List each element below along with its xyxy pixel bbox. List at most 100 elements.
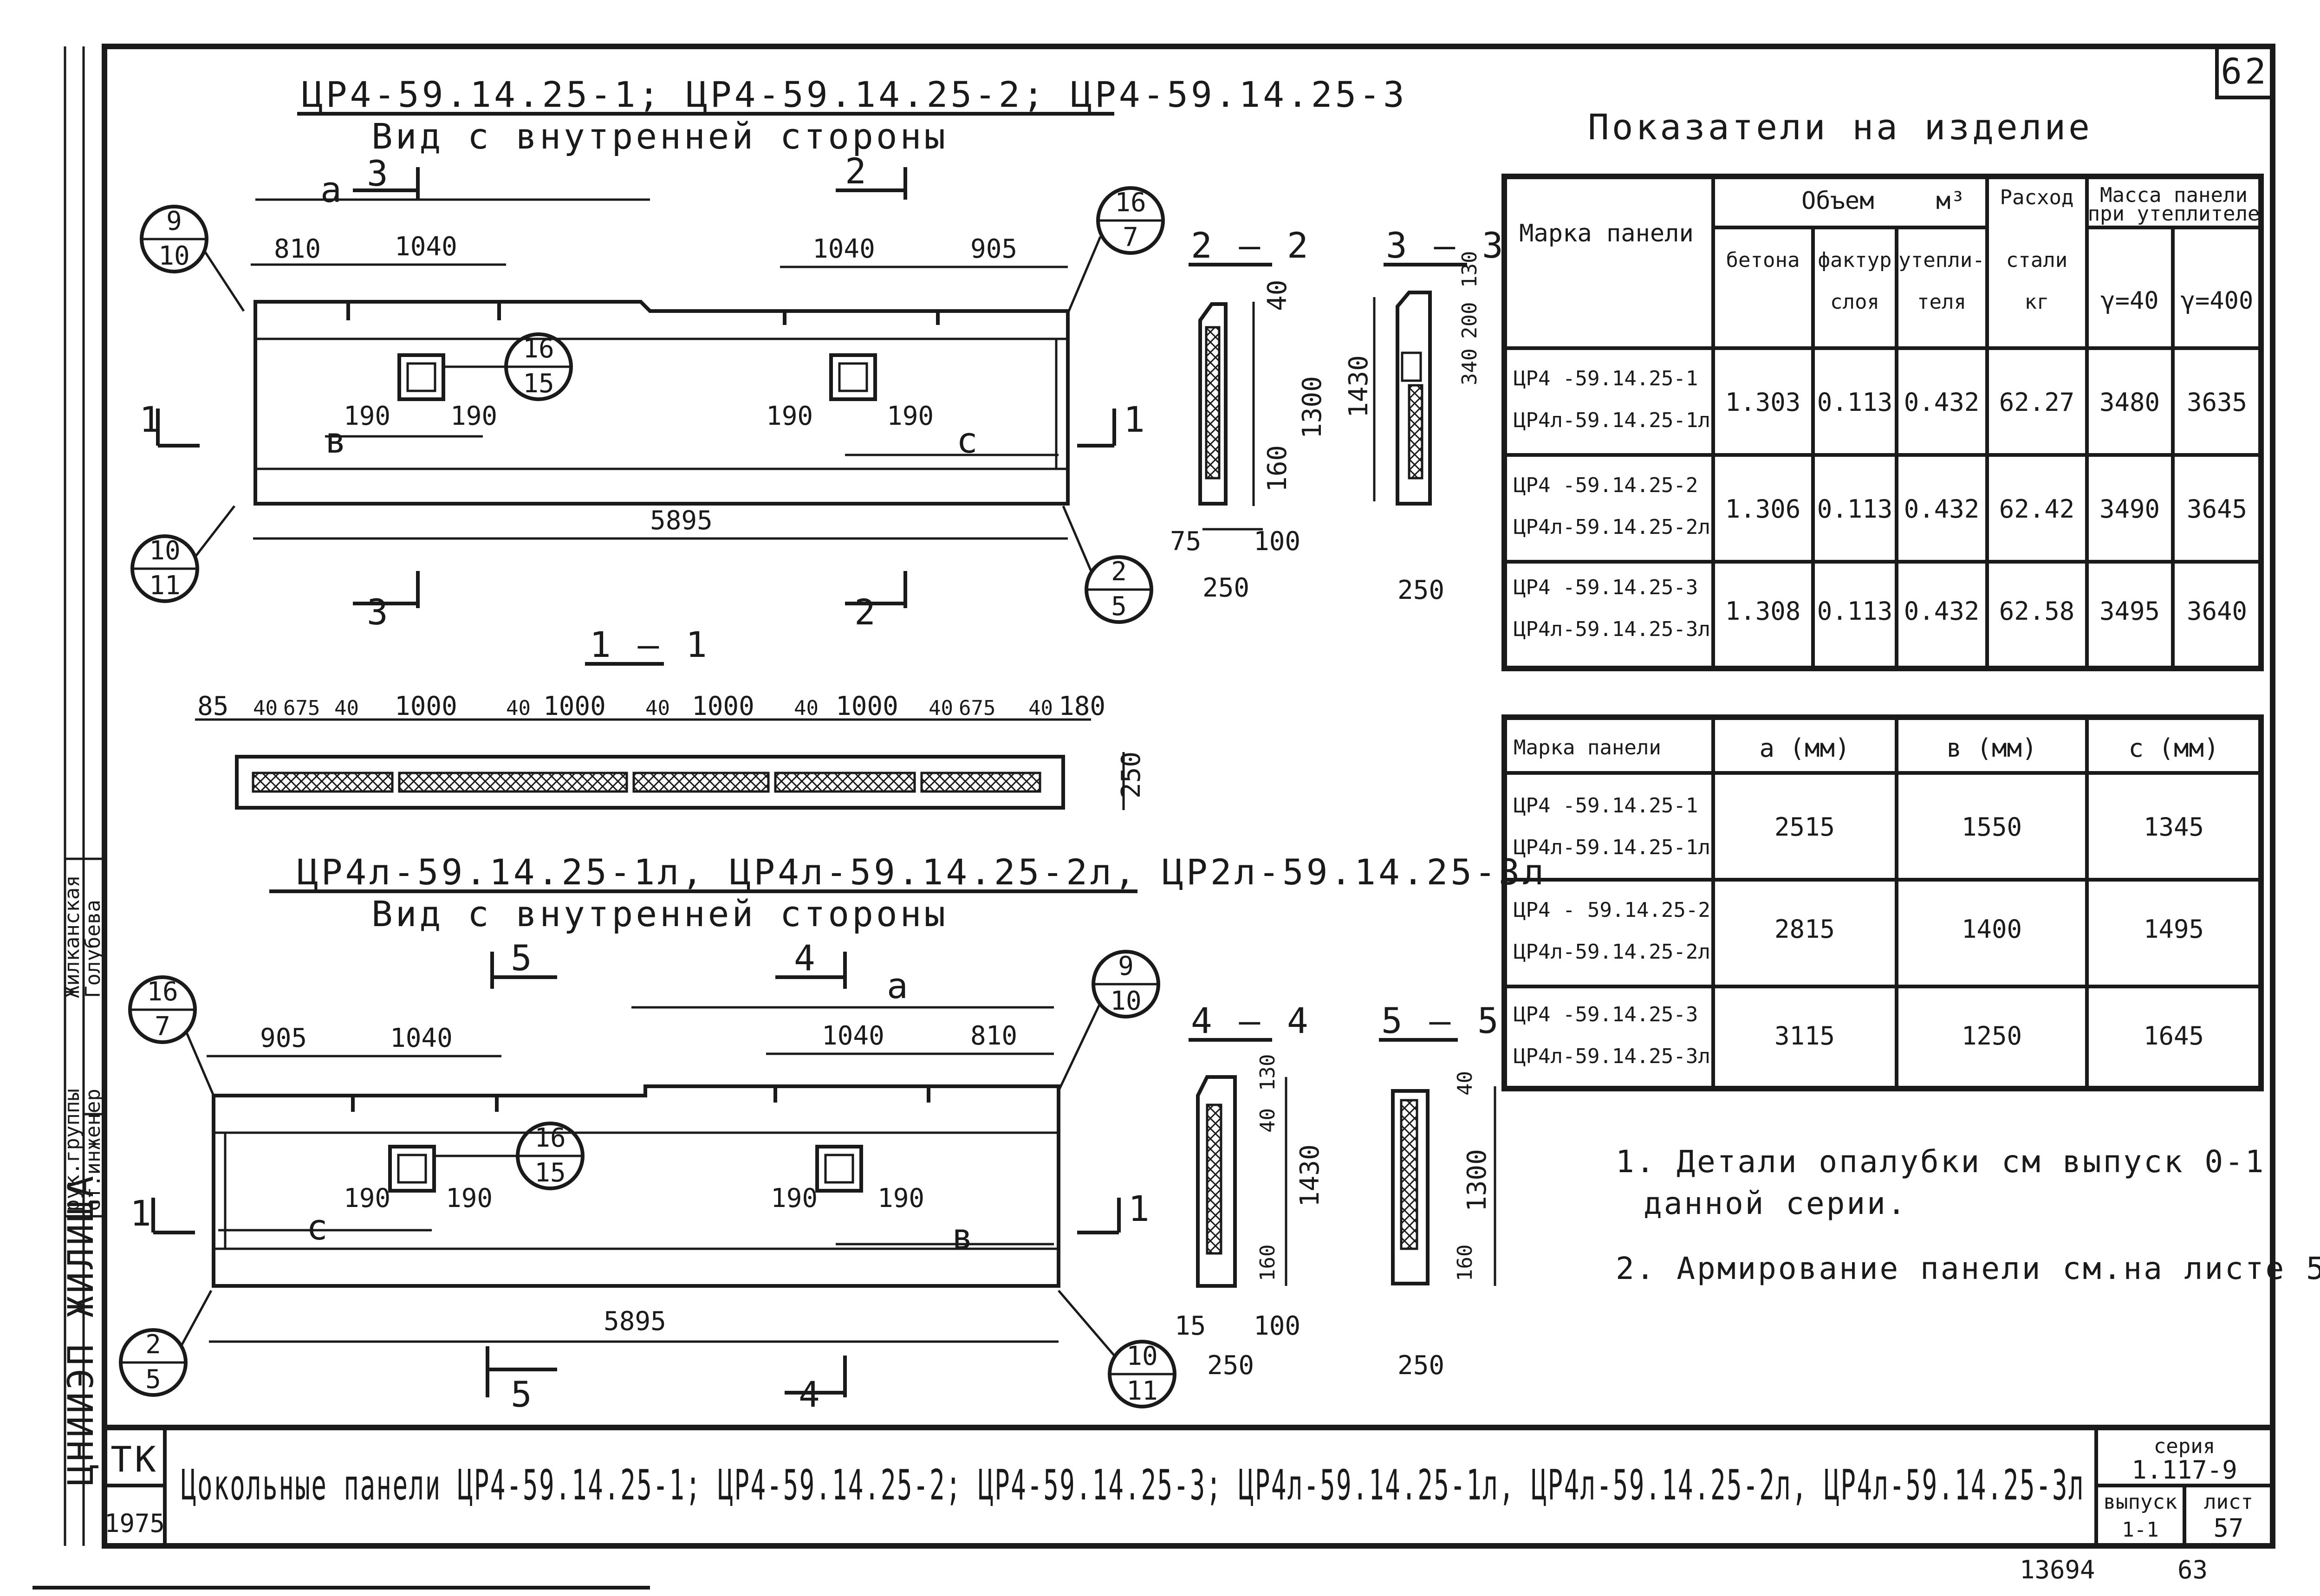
top-bubble-9-10: 9 10	[140, 205, 245, 312]
bottom-elevation: ЦР4л-59.14.25-1л, ЦР4л-59.14.25-2л, ЦР2л…	[119, 851, 1544, 1415]
bottom-number-1: 13694	[2020, 1555, 2095, 1584]
section-2-2-outline	[1198, 302, 1228, 506]
s33-dim-1430: 1430	[1344, 355, 1374, 418]
section-3-3-outline	[1396, 291, 1432, 506]
top-cut-1-right: 1	[1124, 399, 1148, 440]
s44-dim-250: 250	[1207, 1350, 1254, 1381]
section-2-2: 2 – 2 40 1300 160 75 100 250	[1170, 225, 1327, 603]
note-2: 2. Армирование панели см.на листе 56.	[1616, 1251, 2320, 1286]
svg-text:3480: 3480	[2099, 388, 2160, 417]
section-1-1-label: 1 – 1	[590, 624, 710, 665]
svg-text:3495: 3495	[2099, 597, 2160, 626]
svg-text:2815: 2815	[1774, 915, 1835, 944]
top-letter-c: с	[956, 420, 981, 461]
s22-dim-250: 250	[1202, 573, 1249, 603]
bottom-dim-190c: 190	[771, 1183, 818, 1213]
top-dim-190d: 190	[887, 401, 934, 431]
svg-text:ЦР4л-59.14.25-3л: ЦР4л-59.14.25-3л	[1514, 1045, 1710, 1068]
bottom-dim-190d: 190	[877, 1183, 924, 1213]
svg-text:62.27: 62.27	[1999, 388, 2075, 417]
svg-text:9: 9	[166, 206, 182, 236]
ind-row-2: ЦР4 -59.14.25-2 ЦР4л-59.14.25-2л 1.306 0…	[1514, 474, 2247, 539]
svg-text:ЦР4л-59.14.25-2л: ЦР4л-59.14.25-2л	[1514, 940, 1710, 964]
s33-dim-130: 130	[1458, 251, 1482, 288]
dt-row-3: ЦР4 -59.14.25-3 ЦР4л-59.14.25-3л 3115 12…	[1514, 1003, 2204, 1068]
top-letter-a: а	[320, 169, 344, 210]
s22-dim-75: 75	[1170, 526, 1201, 557]
ind-col-steel-2: кг	[2025, 290, 2049, 314]
bottom-dim-190b: 190	[446, 1183, 493, 1213]
svg-text:0.113: 0.113	[1817, 494, 1893, 524]
svg-text:7: 7	[155, 1012, 170, 1042]
ind-col-g400: γ=400	[2181, 287, 2254, 315]
bottom-dim-5895: 5895	[604, 1306, 666, 1336]
dims-table: Марка панели а (мм) в (мм) с (мм) ЦР4 -5…	[1501, 714, 2264, 1091]
bottom-cut-5: 5	[511, 937, 535, 979]
top-dim-190c: 190	[766, 401, 813, 431]
s11-dim-40f: 40	[929, 696, 953, 720]
svg-text:ЦР4л-59.14.25-1л: ЦР4л-59.14.25-1л	[1514, 409, 1710, 432]
svg-text:5: 5	[145, 1364, 161, 1395]
indicators-table: Показатели на изделие Марка панели Объем…	[1501, 106, 2264, 671]
s44-dim-1430: 1430	[1295, 1144, 1325, 1207]
ind-col-volume: Объем	[1801, 187, 1874, 215]
dt-row-2: ЦР4 - 59.14.25-2 ЦР4л-59.14.25-2л 2815 1…	[1514, 898, 2204, 964]
bottom-dim-810: 810	[970, 1021, 1017, 1051]
svg-text:ЦР4 -59.14.25-3: ЦР4 -59.14.25-3	[1514, 1003, 1698, 1026]
svg-text:1645: 1645	[2144, 1021, 2204, 1051]
section-5-5-outline	[1391, 1089, 1430, 1285]
s11-dim-1000b: 1000	[543, 691, 606, 721]
svg-text:11: 11	[1126, 1376, 1157, 1406]
ind-col-facture-1: фактур	[1818, 248, 1892, 272]
ind-col-volume-unit: м³	[1936, 187, 1965, 215]
dt-col-c: с (мм)	[2128, 733, 2219, 763]
s11-dim-40b: 40	[334, 696, 359, 720]
svg-text:16: 16	[523, 334, 554, 364]
series-label: серия	[2154, 1434, 2215, 1458]
svg-text:3635: 3635	[2187, 388, 2247, 417]
bottom-panel-outline	[212, 1084, 1060, 1288]
ind-col-steel: Расход	[2000, 186, 2074, 209]
bottom-dim-190a: 190	[344, 1183, 390, 1213]
top-cut-1-left: 1	[139, 399, 163, 440]
dt-row-1: ЦР4 -59.14.25-1 ЦР4л-59.14.25-1л 2515 15…	[1514, 794, 2204, 859]
top-dim-5895: 5895	[650, 506, 713, 536]
section-3-3: 3 – 3 130 200 340 1430 250	[1344, 225, 1506, 605]
svg-text:ЦР4 -59.14.25-1: ЦР4 -59.14.25-1	[1514, 794, 1698, 817]
svg-text:0.113: 0.113	[1817, 388, 1893, 417]
svg-text:ЦР4л-59.14.25-1л: ЦР4л-59.14.25-1л	[1514, 836, 1710, 859]
bottom-bubble-16-15-left: 16 15	[434, 1122, 585, 1190]
svg-text:16: 16	[1115, 188, 1146, 218]
svg-text:1.303: 1.303	[1725, 388, 1801, 417]
svg-text:0.432: 0.432	[1904, 388, 1980, 417]
svg-text:0.432: 0.432	[1904, 494, 1980, 524]
ind-col-mass-1: Масса панели	[2100, 183, 2248, 207]
s55-dim-250: 250	[1397, 1350, 1444, 1381]
svg-text:ЦР4л-59.14.25-2л: ЦР4л-59.14.25-2л	[1514, 515, 1710, 539]
bottom-bubble-2-5: 2 5	[119, 1290, 213, 1397]
top-opening-right	[829, 353, 877, 401]
bottom-opening-left	[388, 1145, 436, 1193]
section-1-1-outline	[235, 755, 1065, 810]
title-block: ТК 1975 Цокольные панели ЦР4-59.14.25-1;…	[104, 1425, 2273, 1546]
corner-number-box: 62	[2215, 45, 2275, 99]
svg-text:62.58: 62.58	[1999, 597, 2075, 626]
s11-dim-85: 85	[197, 691, 228, 721]
section-3-3-label: 3 – 3	[1386, 225, 1506, 266]
s44-dim-40: 40	[1256, 1108, 1280, 1133]
s11-dim-40a: 40	[253, 696, 278, 720]
s11-dim-1000a: 1000	[395, 691, 457, 721]
indicators-heading: Показатели на изделие	[1588, 106, 2093, 148]
sheet-label: лист	[2204, 1490, 2253, 1514]
s11-dim-1000d: 1000	[836, 691, 898, 721]
bottom-opening-right	[815, 1145, 863, 1193]
top-elevation: ЦР4-59.14.25-1; ЦР4-59.14.25-2; ЦР4-59.1…	[130, 74, 1404, 633]
svg-text:16: 16	[534, 1123, 565, 1153]
svg-text:0.113: 0.113	[1817, 597, 1893, 626]
svg-text:1400: 1400	[1962, 915, 2022, 944]
s11-dim-250: 250	[1116, 752, 1146, 798]
s33-dim-340: 340	[1458, 349, 1482, 385]
svg-text:3645: 3645	[2187, 494, 2247, 524]
ind-row-3: ЦР4 -59.14.25-3 ЦР4л-59.14.25-3л 1.308 0…	[1514, 576, 2247, 641]
svg-text:1550: 1550	[1962, 812, 2022, 842]
